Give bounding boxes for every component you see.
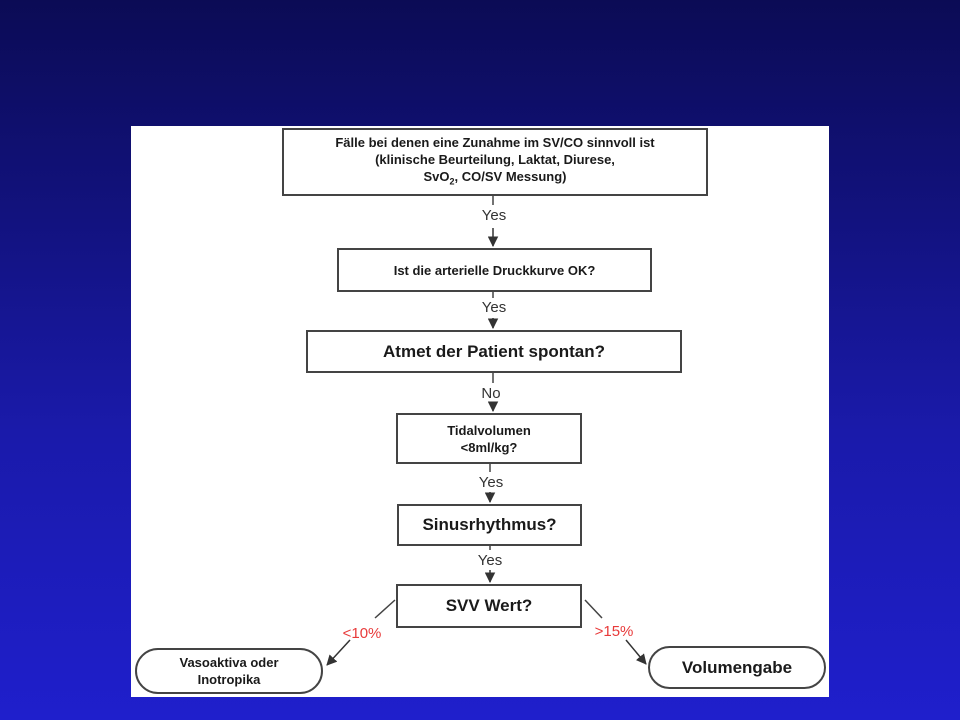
- edge-label-yes-2: Yes: [481, 299, 507, 316]
- connector-svv-left: [374, 599, 396, 619]
- tidal-volume-line2: <8ml/kg?: [460, 439, 518, 455]
- vasoactive-box: Vasoaktiva oder Inotropika: [135, 648, 323, 694]
- pressure-curve-box: Ist die arterielle Druckkurve OK?: [337, 248, 652, 292]
- tidal-volume-line1: Tidalvolumen: [447, 422, 531, 438]
- edge-label-below-threshold: <10%: [342, 625, 382, 642]
- sinus-rhythm-box: Sinusrhythmus?: [397, 504, 582, 546]
- criteria-line3-sub: 2: [449, 176, 455, 187]
- vasoactive-line1: Vasoaktiva oder: [179, 655, 279, 670]
- volume-box: Volumengabe: [648, 646, 826, 689]
- edge-label-above-threshold: >15%: [594, 623, 634, 640]
- volume-text: Volumengabe: [681, 657, 793, 677]
- svv-value-text: SVV Wert?: [445, 596, 533, 615]
- sinus-rhythm-text: Sinusrhythmus?: [422, 515, 557, 534]
- vasoactive-line2: Inotropika: [197, 672, 261, 687]
- svv-value-box: SVV Wert?: [396, 584, 582, 628]
- tidal-volume-box: Tidalvolumen <8ml/kg?: [396, 413, 582, 464]
- arrow-to-volume: [625, 639, 647, 665]
- edge-label-no: No: [481, 385, 501, 402]
- criteria-box: Fälle bei denen eine Zunahme im SV/CO si…: [282, 128, 708, 196]
- spontaneous-breathing-text: Atmet der Patient spontan?: [383, 341, 605, 361]
- criteria-line2: (klinische Beurteilung, Laktat, Diurese,: [375, 151, 615, 167]
- edge-label-yes-3: Yes: [478, 474, 504, 491]
- criteria-line3-post: , CO/SV Messung): [454, 168, 567, 184]
- pressure-curve-text: Ist die arterielle Druckkurve OK?: [393, 262, 596, 278]
- edge-label-yes-1: Yes: [481, 207, 507, 224]
- criteria-line3: SvO2, CO/SV Messung): [424, 168, 567, 191]
- criteria-line1: Fälle bei denen eine Zunahme im SV/CO si…: [335, 134, 655, 150]
- arrow-to-vasoactive: [326, 639, 351, 666]
- edge-label-yes-4: Yes: [477, 552, 503, 569]
- criteria-line3-pre: SvO: [423, 168, 450, 184]
- spontaneous-breathing-box: Atmet der Patient spontan?: [306, 330, 682, 373]
- connector-svv-right: [584, 599, 603, 619]
